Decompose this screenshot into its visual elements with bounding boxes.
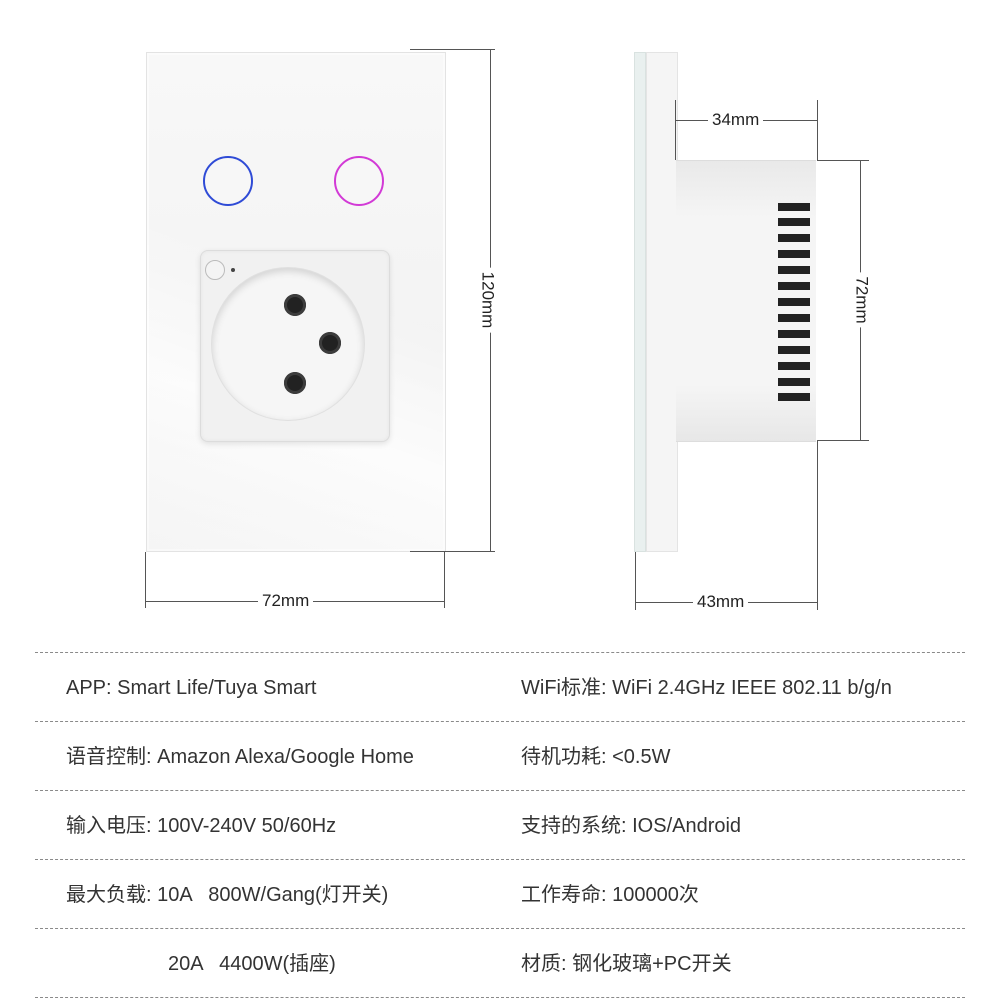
spec-material: 材质: 钢化玻璃+PC开关: [521, 953, 732, 975]
spec-input-voltage: 输入电压: 100V-240V 50/60Hz: [66, 815, 337, 837]
vent-slot-11: [778, 362, 810, 370]
dim-tick-depth-left: [675, 100, 676, 160]
dim-tick-bottom: [410, 551, 495, 552]
dim-label-side-body-height: 72mm: [851, 272, 872, 328]
dim-label-front-height: 120mm: [477, 267, 498, 333]
table-divider: [35, 790, 965, 791]
dim-tick-body-top: [817, 160, 869, 161]
spec-voice-control: 语音控制: Amazon Alexa/Google Home: [66, 746, 414, 768]
table-divider: [35, 997, 965, 998]
side-glass: [634, 52, 646, 552]
vent-slot-2: [778, 218, 810, 226]
dim-label-side-total-depth: 43mm: [693, 592, 749, 612]
dim-tick-depth-right: [817, 100, 818, 160]
touch-button-2[interactable]: [334, 156, 384, 206]
vent-slot-1: [778, 203, 810, 211]
spec-wifi-standard: WiFi标准: WiFi 2.4GHz IEEE 802.11 b/g/n: [521, 677, 892, 699]
vent-slot-13: [778, 393, 810, 401]
socket-face: [212, 268, 364, 420]
vent-slot-5: [778, 266, 810, 274]
table-divider: [35, 721, 965, 722]
vent-slot-10: [778, 346, 810, 354]
socket-pin-top: [284, 294, 306, 316]
dim-tick-right: [444, 552, 445, 608]
vent-slot-4: [778, 250, 810, 258]
dim-tick-top: [410, 49, 495, 50]
front-panel: [146, 52, 446, 552]
socket-pin-right: [319, 332, 341, 354]
dim-tick-total-right: [817, 440, 818, 610]
spec-app: APP: Smart Life/Tuya Smart: [66, 677, 317, 699]
table-divider: [35, 652, 965, 653]
vent-slot-9: [778, 330, 810, 338]
vent-slot-3: [778, 234, 810, 242]
vent-slot-7: [778, 298, 810, 306]
dim-label-front-width: 72mm: [258, 591, 314, 611]
dim-tick-body-bottom: [817, 440, 869, 441]
spec-supported-os: 支持的系统: IOS/Android: [521, 815, 742, 837]
table-divider: [35, 859, 965, 860]
spec-lifespan: 工作寿命: 100000次: [521, 884, 699, 906]
vent-slot-6: [778, 282, 810, 290]
dim-tick-left: [145, 552, 146, 608]
side-frame: [646, 52, 678, 552]
indicator-dot-icon: [231, 268, 235, 272]
socket-pin-bottom: [284, 372, 306, 394]
spec-max-load: 最大负载: 10A 800W/Gang(灯开关): [66, 884, 389, 906]
table-divider: [35, 928, 965, 929]
vent-slot-8: [778, 314, 810, 322]
touch-button-1[interactable]: [203, 156, 253, 206]
vent-slot-12: [778, 378, 810, 386]
spec-max-load-socket: 20A 4400W(插座): [168, 953, 336, 975]
indicator-ring-icon: [205, 260, 225, 280]
dim-tick-total-left: [635, 552, 636, 610]
spec-standby-power: 待机功耗: <0.5W: [521, 746, 671, 768]
dim-label-side-depth: 34mm: [708, 110, 764, 130]
